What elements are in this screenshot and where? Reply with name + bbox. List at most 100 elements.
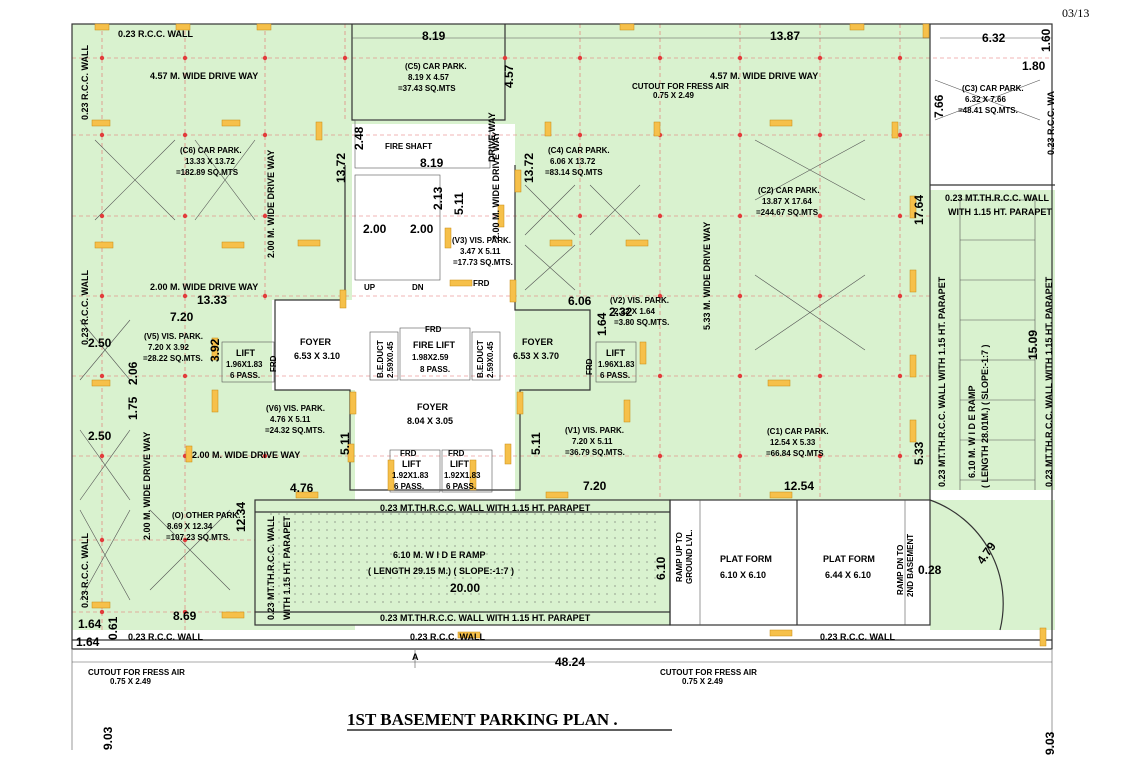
svg-text:FOYER: FOYER <box>417 402 449 412</box>
platform-left: PLAT FORM 6.10 X 6.10 <box>720 554 772 580</box>
svg-text:(V5) VIS. PARK.: (V5) VIS. PARK. <box>144 332 203 341</box>
svg-text:8 PASS.: 8 PASS. <box>420 365 450 374</box>
parking-c6: (C6) CAR PARK. 13.33 X 13.72 =182.89 SQ.… <box>176 146 242 177</box>
svg-text:=17.73 SQ.MTS.: =17.73 SQ.MTS. <box>453 258 513 267</box>
lift-right: LIFT 1.96X1.83 6 PASS. FRD <box>585 348 635 380</box>
svg-text:1.80: 1.80 <box>1022 59 1046 73</box>
svg-text:9.03: 9.03 <box>101 726 115 750</box>
svg-text:2.00: 2.00 <box>363 222 387 236</box>
svg-text:6 PASS.: 6 PASS. <box>446 482 476 491</box>
svg-text:(C2) CAR PARK.: (C2) CAR PARK. <box>758 186 820 195</box>
svg-text:FRD: FRD <box>400 449 417 458</box>
svg-text:13.72: 13.72 <box>522 153 536 183</box>
svg-text:RAMP UP TO: RAMP UP TO <box>675 532 684 582</box>
svg-text:FRD: FRD <box>425 325 442 334</box>
svg-text:1.92X1.83: 1.92X1.83 <box>392 471 429 480</box>
svg-text:12.54 X 5.33: 12.54 X 5.33 <box>770 438 816 447</box>
svg-text:=182.89 SQ.MTS: =182.89 SQ.MTS <box>176 168 239 177</box>
svg-text:=244.67 SQ.MTS: =244.67 SQ.MTS <box>756 208 819 217</box>
right-ramp: 6.10 M. W I D E RAMP ( LENGTH 28.01M.) (… <box>967 344 990 488</box>
be-duct-right: B.E.DUCT 2.59X0.45 <box>476 340 495 378</box>
driveway-center-v2: 2.00 M. WIDE DRIVE WAY <box>491 132 501 240</box>
svg-text:6 PASS.: 6 PASS. <box>600 371 630 380</box>
structural-columns <box>91 23 1047 647</box>
lift-bottom-b: FRD LIFT 1.92X1.83 6 PASS. <box>444 449 481 491</box>
svg-text:8.19: 8.19 <box>422 29 446 43</box>
svg-text:5.11: 5.11 <box>529 432 543 455</box>
cutout-bottom-right: CUTOUT FOR FRESS AIR 0.75 X 2.49 <box>660 668 757 686</box>
svg-text:48.24: 48.24 <box>555 655 585 669</box>
parking-v3: (V3) VIS. PARK. 3.47 X 5.11 =17.73 SQ.MT… <box>452 236 513 267</box>
svg-text:6.32: 6.32 <box>982 31 1006 45</box>
svg-text:7.66: 7.66 <box>932 94 946 118</box>
wall-label-bottom-left: 0.23 R.C.C. WALL <box>128 632 204 642</box>
svg-text:=3.80 SQ.MTS.: =3.80 SQ.MTS. <box>614 318 669 327</box>
parking-v2: (V2) VIS. PARK. 2.32 X 1.64 =3.80 SQ.MTS… <box>610 296 669 327</box>
svg-text:17.64: 17.64 <box>912 195 926 225</box>
wall-label-left-top: 0.23 R.C.C. WALL <box>80 44 90 120</box>
svg-text:=24.32 SQ.MTS.: =24.32 SQ.MTS. <box>265 426 325 435</box>
svg-text:4.76: 4.76 <box>290 481 314 495</box>
svg-text:FOYER: FOYER <box>522 337 554 347</box>
svg-text:4.76 X 5.11: 4.76 X 5.11 <box>270 415 311 424</box>
svg-text:13.87: 13.87 <box>770 29 800 43</box>
driveway-top-left: 4.57 M. WIDE DRIVE WAY <box>150 71 258 81</box>
svg-text:1.75: 1.75 <box>126 396 140 420</box>
svg-text:1.64: 1.64 <box>76 635 100 649</box>
wall-label-bottom-mid: 0.23 R.C.C. WALL <box>410 632 486 642</box>
driveway-center-v: DRIVE WAY <box>487 112 497 162</box>
svg-text:(C5) CAR PARK.: (C5) CAR PARK. <box>405 62 467 71</box>
svg-text:2ND BASEMENT: 2ND BASEMENT <box>906 534 915 597</box>
svg-text:7.20: 7.20 <box>170 310 194 324</box>
parking-v5: (V5) VIS. PARK. 7.20 X 3.92 =28.22 SQ.MT… <box>143 332 203 363</box>
svg-text:(V3) VIS. PARK.: (V3) VIS. PARK. <box>452 236 511 245</box>
svg-text:2.00: 2.00 <box>410 222 434 236</box>
svg-text:8.19: 8.19 <box>420 156 444 170</box>
svg-text:9.03: 9.03 <box>1043 731 1057 755</box>
drawing-title: 1ST BASEMENT PARKING PLAN . <box>347 710 618 729</box>
svg-text:FRD: FRD <box>448 449 465 458</box>
cutout-top: CUTOUT FOR FRESS AIR 0.75 X 2.49 <box>632 82 729 100</box>
platform-right: PLAT FORM 6.44 X 6.10 <box>823 554 875 580</box>
svg-text:0.28: 0.28 <box>918 563 942 577</box>
svg-text:1.92X1.83: 1.92X1.83 <box>444 471 481 480</box>
svg-text:13.87 X 17.64: 13.87 X 17.64 <box>762 197 812 206</box>
svg-text:B.E.DUCT: B.E.DUCT <box>376 340 385 378</box>
svg-text:1.64: 1.64 <box>595 312 609 336</box>
stair-dn-label: DN <box>412 283 424 292</box>
svg-text:1.96X1.83: 1.96X1.83 <box>598 360 635 369</box>
svg-text:1.96X1.83: 1.96X1.83 <box>226 360 263 369</box>
right-ramp-wall-label-b: 0.23 MT.TH.R.C.C. WALL WITH 1.15 HT. PAR… <box>1044 276 1054 487</box>
svg-text:7.20 X 5.11: 7.20 X 5.11 <box>572 437 613 446</box>
svg-text:=107.23 SQ.MTS.: =107.23 SQ.MTS. <box>166 533 230 542</box>
ramp-hatching <box>270 199 1035 603</box>
svg-text:FIRE LIFT: FIRE LIFT <box>413 340 455 350</box>
svg-text:LIFT: LIFT <box>606 348 625 358</box>
driveway-mid-left-v: 2.00 M. WIDE DRIVE WAY <box>266 150 276 258</box>
foyer-left: FOYER 6.53 X 3.10 <box>294 337 340 361</box>
svg-text:2.59X0.45: 2.59X0.45 <box>486 341 495 378</box>
dimension-lines <box>71 37 1053 750</box>
svg-text:5.11: 5.11 <box>338 432 352 455</box>
wall-label-left-mid: 0.23 R.C.C. WALL <box>80 269 90 345</box>
svg-text:CUTOUT FOR FRESS AIR: CUTOUT FOR FRESS AIR <box>660 668 757 677</box>
svg-text:1.60: 1.60 <box>1039 28 1053 52</box>
ramp-wall-left-label-b: WITH 1.15 HT. PARAPET <box>282 516 292 620</box>
svg-text:2.48: 2.48 <box>352 126 366 150</box>
lift-bottom-a: FRD LIFT 1.92X1.83 6 PASS. <box>392 449 429 491</box>
svg-text:6 PASS.: 6 PASS. <box>394 482 424 491</box>
svg-text:6.53 X 3.70: 6.53 X 3.70 <box>513 351 559 361</box>
svg-text:A: A <box>412 652 419 662</box>
svg-text:4.57: 4.57 <box>502 64 516 88</box>
svg-text:3.92: 3.92 <box>208 338 222 362</box>
svg-text:8.19 X 4.57: 8.19 X 4.57 <box>408 73 449 82</box>
svg-text:(C4) CAR PARK.: (C4) CAR PARK. <box>548 146 610 155</box>
driveway-lower-v: 2.00 M. WIDE DRIVE WAY <box>142 432 152 540</box>
svg-text:2.50: 2.50 <box>88 429 112 443</box>
driveway-lower-h: 2.00 M. WIDE DRIVE WAY <box>192 450 300 460</box>
fire-shaft-label: FIRE SHAFT <box>385 142 432 151</box>
svg-text:FRD: FRD <box>269 355 278 372</box>
svg-text:15.09: 15.09 <box>1026 330 1040 360</box>
parking-other: (O) OTHER PARK. 8.69 X 12.34 =107.23 SQ.… <box>166 511 240 542</box>
